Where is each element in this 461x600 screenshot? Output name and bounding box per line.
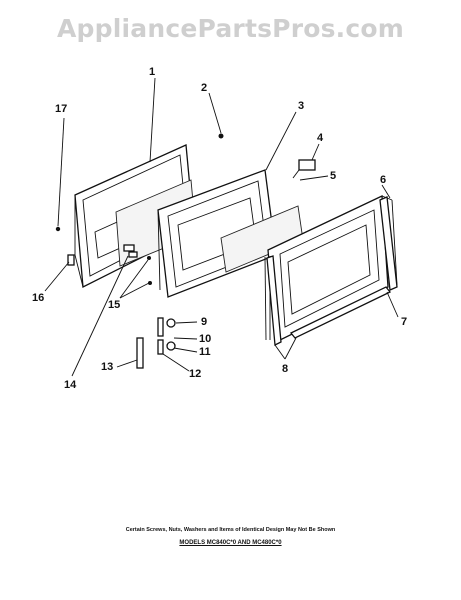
latch-plate bbox=[123, 244, 138, 258]
callout-10: 10 bbox=[199, 333, 212, 345]
screw-set bbox=[147, 256, 152, 285]
callout-5: 5 bbox=[330, 170, 337, 182]
small-bracket-part bbox=[292, 159, 316, 179]
callout-3: 3 bbox=[298, 100, 305, 112]
callout-13: 13 bbox=[101, 361, 114, 373]
callout-4: 4 bbox=[317, 132, 324, 144]
callout-17: 17 bbox=[55, 103, 68, 115]
callout-16: 16 bbox=[32, 292, 45, 304]
callout-9: 9 bbox=[201, 316, 208, 328]
callout-15: 15 bbox=[108, 299, 121, 311]
footnote-disclaimer: Certain Screws, Nuts, Washers and Items … bbox=[125, 527, 336, 533]
callout-7: 7 bbox=[401, 316, 408, 328]
side-trim-strips bbox=[266, 196, 398, 347]
footnote-models: MODELS MC840C*0 AND MC480C*0 bbox=[179, 540, 282, 546]
callout-1: 1 bbox=[149, 66, 156, 78]
screw-part bbox=[218, 133, 224, 139]
callout-12: 12 bbox=[189, 368, 202, 380]
callout-11: 11 bbox=[199, 346, 211, 358]
callout-8: 8 bbox=[282, 363, 289, 375]
callout-14: 14 bbox=[64, 379, 77, 391]
callout-6: 6 bbox=[380, 174, 387, 186]
leader-lines bbox=[44, 77, 399, 377]
callout-2: 2 bbox=[201, 82, 208, 94]
clip-parts bbox=[55, 226, 75, 266]
hinge-bar bbox=[136, 337, 144, 369]
screen-frame bbox=[264, 195, 398, 344]
hinge-assembly bbox=[157, 317, 176, 355]
watermark: AppliancePartsPros.com bbox=[56, 14, 405, 43]
